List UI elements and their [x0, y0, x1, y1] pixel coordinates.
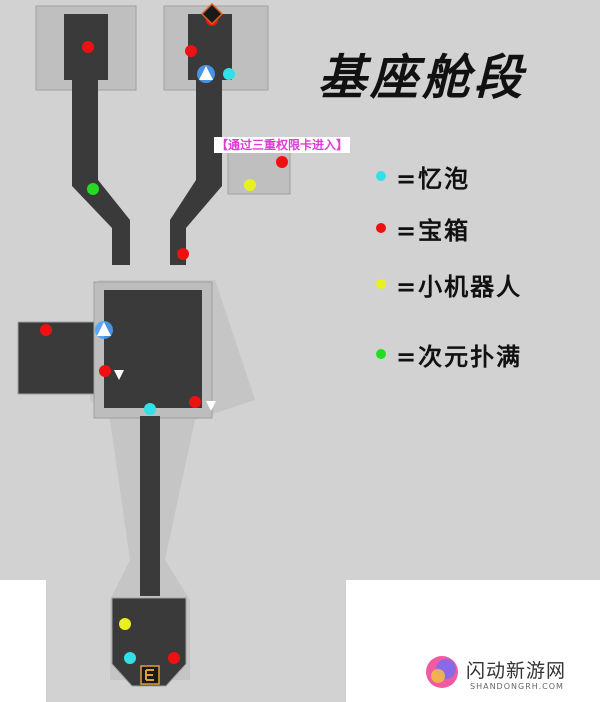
- legend-item-memory-bubble: =忆泡: [372, 158, 592, 194]
- room-bottom: [111, 597, 187, 687]
- boss-icon[interactable]: [200, 2, 224, 26]
- brand-name: 闪动新游网: [466, 660, 567, 682]
- marker-treasure-chest[interactable]: [185, 45, 197, 57]
- blank-left-bottom: [0, 580, 46, 702]
- watermark: 闪动新游网 SHANDONGRH.COM: [424, 652, 596, 698]
- marker-treasure-chest[interactable]: [99, 365, 111, 377]
- room-left-square: [17, 321, 95, 395]
- brand-logo-icon: [426, 656, 458, 688]
- marker-memory-bubble[interactable]: [223, 68, 235, 80]
- marker-treasure-chest[interactable]: [40, 324, 52, 336]
- corridor-right: [170, 80, 222, 265]
- legend-item-dimension-piggybank: =次元扑满: [372, 336, 592, 372]
- marker-treasure-chest[interactable]: [189, 396, 201, 408]
- down-arrow-icon: [114, 370, 124, 380]
- marker-treasure-chest[interactable]: [168, 652, 180, 664]
- legend-label: =宝箱: [396, 216, 471, 245]
- marker-memory-bubble[interactable]: [124, 652, 136, 664]
- space-anchor-icon[interactable]: [197, 65, 215, 83]
- marker-small-robot[interactable]: [119, 618, 131, 630]
- access-note: 【通过三重权限卡进入】: [214, 137, 351, 153]
- brand-site: SHANDONGRH.COM: [470, 682, 564, 691]
- marker-dimension-piggybank[interactable]: [87, 183, 99, 195]
- marker-treasure-chest[interactable]: [82, 41, 94, 53]
- corridor-left: [72, 80, 130, 265]
- entrance-icon[interactable]: [140, 665, 160, 685]
- blank-right-bottom: [346, 580, 600, 702]
- hub-center: [104, 290, 202, 408]
- space-anchor-icon[interactable]: [95, 321, 113, 339]
- legend-label: =忆泡: [396, 164, 471, 193]
- legend-dot-green: [376, 349, 386, 359]
- legend-label: =次元扑满: [396, 342, 523, 371]
- marker-memory-bubble[interactable]: [144, 403, 156, 415]
- corridor-bottom: [140, 416, 160, 596]
- legend-item-treasure-chest: =宝箱: [372, 210, 592, 246]
- marker-treasure-chest[interactable]: [276, 156, 288, 168]
- legend-item-small-robot: =小机器人: [372, 266, 592, 302]
- down-arrow-icon: [206, 401, 216, 411]
- legend-dot-yellow: [376, 279, 386, 289]
- marker-treasure-chest[interactable]: [177, 248, 189, 260]
- legend-dot-cyan: [376, 171, 386, 181]
- legend-dot-red: [376, 223, 386, 233]
- legend-label: =小机器人: [396, 272, 523, 301]
- marker-small-robot[interactable]: [244, 179, 256, 191]
- map-title: 基座舱段: [318, 50, 527, 106]
